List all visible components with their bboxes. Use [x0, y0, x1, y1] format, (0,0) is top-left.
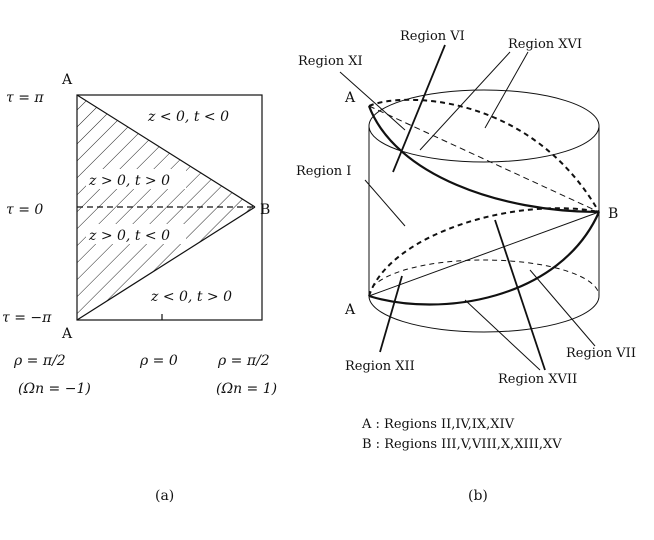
b-vertex-a-bottom: A — [344, 302, 356, 318]
leader-region-xvi-b — [484, 51, 529, 129]
edge-top-a-b — [76, 94, 256, 208]
b-vertex-b: B — [608, 206, 618, 222]
boundary-curve-top-back — [368, 98, 600, 213]
leader-region-xvi-a — [419, 51, 511, 151]
leader-region-xii — [379, 275, 403, 353]
vertex-a-top: A — [61, 72, 73, 88]
label-bg-upper — [145, 104, 243, 126]
leader-region-i — [364, 179, 406, 227]
b-vertex-a-top: A — [344, 90, 356, 106]
tau-bottom-label: τ = −π — [2, 310, 52, 326]
region-i-label: Region I — [296, 164, 351, 179]
leader-region-xi — [339, 71, 406, 131]
cylinder-bottom-back — [368, 259, 600, 297]
region-xvi-label: Region XVI — [508, 37, 582, 52]
leader-region-vi — [392, 44, 446, 173]
panel-a: A A B τ = π τ = 0 τ = −π z < 0, t < 0 z … — [2, 72, 277, 504]
legend-a: A : Regions II,IV,IX,XIV — [361, 417, 515, 432]
vertex-b: B — [260, 202, 270, 218]
region-xvii-label: Region XVII — [498, 372, 577, 387]
hatched-region — [77, 95, 255, 320]
caption-b: (b) — [468, 488, 488, 504]
diagonal-top-dashed — [368, 105, 600, 213]
leader-region-xvii-b — [494, 219, 546, 371]
omega-right-label: (Ωn = 1) — [216, 381, 277, 397]
panel-b: A A B Region VI Region XVI Region XI Reg… — [296, 29, 636, 504]
rho-left-label: ρ = π/2 — [13, 353, 66, 369]
caption-a: (a) — [155, 488, 174, 504]
region-vi-label: Region VI — [400, 29, 465, 44]
region-vii-label: Region VII — [566, 346, 636, 361]
label-bg-mid-lower — [86, 224, 186, 244]
region-label-mid-lower: z > 0, t < 0 — [88, 228, 170, 244]
leader-region-xvii-a — [464, 299, 541, 371]
label-bg-lower — [148, 284, 246, 306]
leader-region-vii — [529, 269, 596, 347]
region-xi-label: Region XI — [298, 54, 363, 69]
tau-top-label: τ = π — [6, 90, 44, 106]
omega-left-label: (Ωn = −1) — [18, 381, 91, 397]
edge-bottom-a-b — [76, 206, 256, 321]
region-label-mid-upper: z > 0, t > 0 — [88, 173, 170, 189]
boundary-curve-bottom-back — [368, 207, 600, 297]
boundary-curve-top-front — [367, 105, 600, 214]
legend-b: B : Regions III,V,VIII,X,XIII,XV — [362, 437, 562, 452]
label-bg-mid-upper — [86, 169, 186, 189]
rho-center-label: ρ = 0 — [139, 353, 178, 369]
boundary-curve-bottom-front — [368, 211, 601, 306]
rho-right-label: ρ = π/2 — [217, 353, 270, 369]
vertex-a-bottom: A — [61, 326, 73, 342]
region-xii-label: Region XII — [345, 359, 415, 374]
region-label-upper: z < 0, t < 0 — [147, 109, 229, 125]
cylinder-bottom-front — [368, 295, 600, 333]
region-label-lower: z < 0, t > 0 — [150, 289, 232, 305]
diagonal-bottom — [368, 211, 600, 297]
cylinder-top-ellipse — [368, 89, 600, 163]
tau-mid-label: τ = 0 — [6, 202, 43, 218]
